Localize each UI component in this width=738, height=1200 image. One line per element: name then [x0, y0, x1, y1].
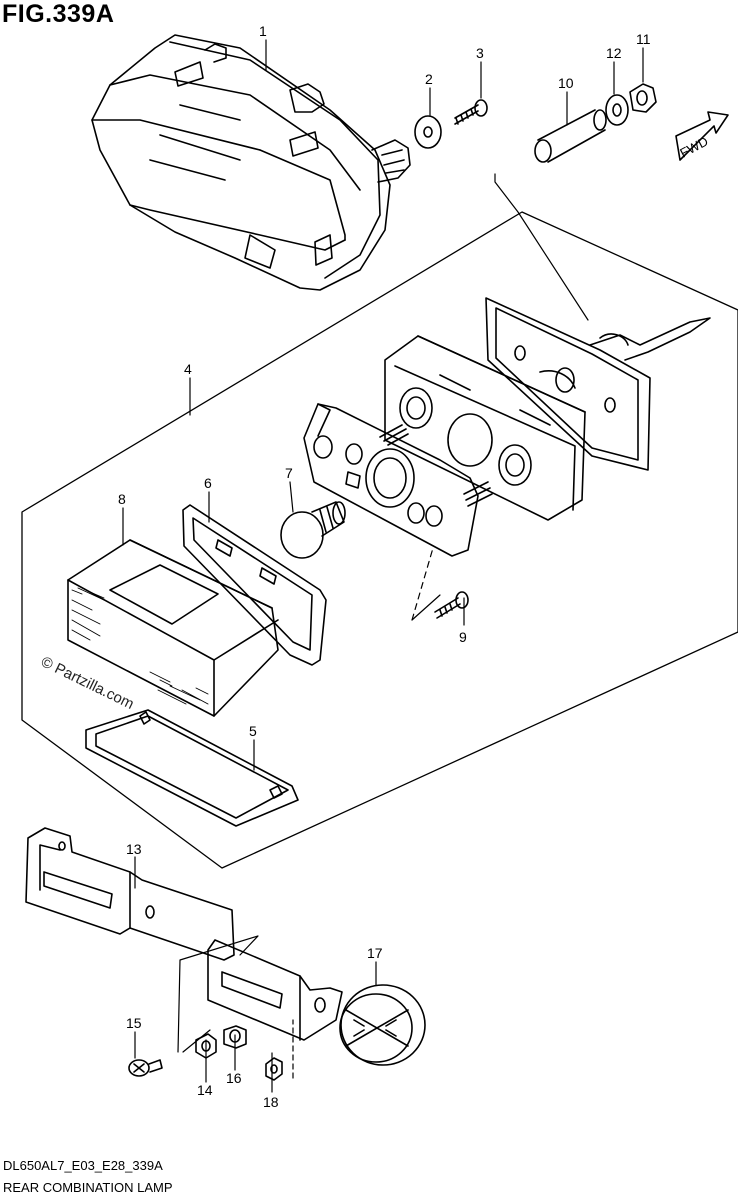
leader-lines	[123, 40, 643, 1092]
screw-9	[435, 592, 468, 618]
callout-3: 3	[476, 45, 484, 61]
callout-12: 12	[606, 45, 622, 61]
callout-1: 1	[259, 23, 267, 39]
bolt-15	[129, 1060, 162, 1076]
reflector-17	[340, 985, 425, 1065]
lamp-base-plate	[486, 298, 710, 470]
callout-4: 4	[184, 361, 192, 377]
callout-6: 6	[204, 475, 212, 491]
figure-caption: REAR COMBINATION LAMP	[3, 1180, 173, 1195]
callout-10: 10	[558, 75, 574, 91]
lens-8	[68, 540, 278, 716]
callout-5: 5	[249, 723, 257, 739]
callout-15: 15	[126, 1015, 142, 1031]
tail-lamp-housing	[92, 35, 410, 290]
lamp-assembly-boundary	[22, 212, 738, 868]
collar-10	[535, 110, 606, 162]
callout-17: 17	[367, 945, 383, 961]
callout-16: 16	[226, 1070, 242, 1086]
seal-5	[86, 710, 298, 826]
collar-16	[224, 1026, 246, 1048]
figure-code: DL650AL7_E03_E28_339A	[3, 1158, 163, 1173]
callout-18: 18	[263, 1094, 279, 1110]
gasket-6	[183, 505, 326, 665]
callout-labels: 1 2 3 4 5 6 7 8 9 10 11 12 13 14 15 16 1…	[118, 23, 651, 1110]
watermark: © Partzilla.com	[38, 653, 136, 713]
nut-11	[630, 84, 656, 112]
bulb-7	[281, 502, 345, 558]
nut-14	[196, 1034, 216, 1058]
bracket-13	[26, 828, 234, 960]
fwd-arrow-icon	[676, 112, 728, 160]
callout-7: 7	[285, 465, 293, 481]
lamp-housing-body	[385, 336, 585, 520]
callout-2: 2	[425, 71, 433, 87]
callout-11: 11	[636, 31, 651, 47]
callout-8: 8	[118, 491, 126, 507]
callout-14: 14	[197, 1082, 213, 1098]
callout-13: 13	[126, 841, 142, 857]
washer-12	[606, 95, 628, 125]
bulb-socket-assembly	[304, 404, 492, 556]
washer-2	[415, 116, 441, 148]
callout-9: 9	[459, 629, 467, 645]
bracket-plate-13b	[208, 940, 342, 1040]
nut-18	[266, 1058, 282, 1080]
figure-title: FIG.339A	[2, 0, 115, 28]
screw-3	[455, 100, 487, 124]
